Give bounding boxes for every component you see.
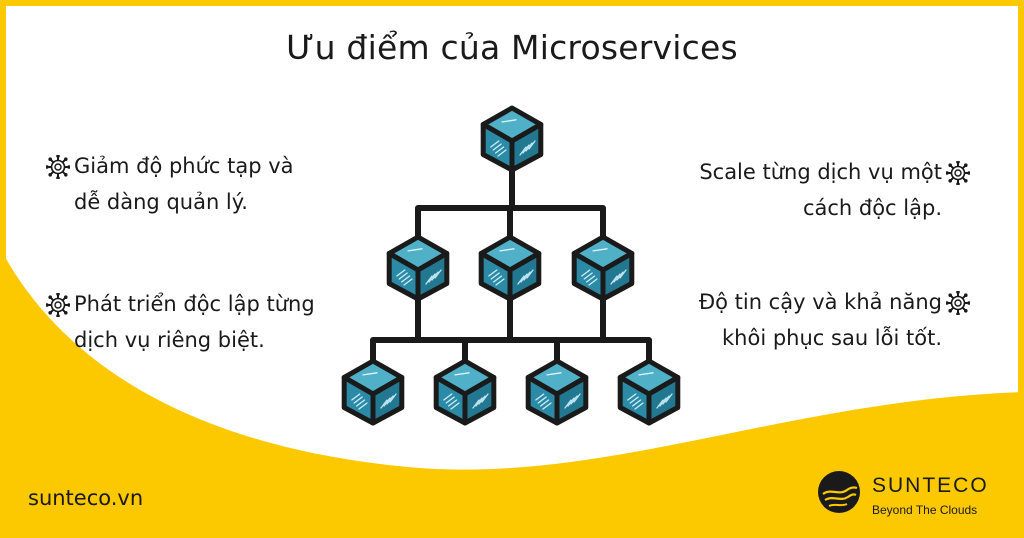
benefit-text: Độ tin cậy và khả năng — [698, 290, 942, 314]
cube-icon — [341, 358, 405, 426]
benefit-text: dễ dàng quản lý. — [74, 190, 248, 214]
brand-tagline: Beyond The Clouds — [872, 503, 978, 517]
yellow-wave — [0, 248, 1024, 538]
cube-icon — [433, 358, 497, 426]
cube-icon — [525, 358, 589, 426]
gear-icon — [46, 155, 70, 179]
benefit-line: Scale từng dịch vụ một — [699, 154, 974, 190]
benefit-text: dịch vụ riêng biệt. — [74, 328, 265, 352]
cube-icon — [617, 358, 681, 426]
cube-icon — [386, 234, 450, 302]
tree-connectors — [370, 170, 652, 361]
benefit-line: Độ tin cậy và khả năng — [699, 284, 974, 320]
cube-icon — [571, 234, 635, 302]
gear-icon — [46, 293, 70, 317]
gear-icon — [946, 291, 970, 315]
benefit-reduce-complexity: Giảm độ phức tạp và dễ dàng quản lý. — [42, 148, 294, 220]
benefit-line: Phát triển độc lập từng — [42, 286, 315, 322]
brand-name: SUNTECO — [872, 474, 989, 497]
benefit-text: khôi phục sau lỗi tốt. — [722, 326, 942, 350]
website-link[interactable]: sunteco.vn — [28, 486, 144, 510]
benefit-independent-scaling: Scale từng dịch vụ một cách độc lập. — [699, 154, 974, 226]
benefit-text: Phát triển độc lập từng — [74, 292, 315, 316]
sunteco-logo-icon — [818, 471, 860, 513]
cube-icon — [480, 105, 544, 173]
benefit-text: Scale từng dịch vụ một — [699, 160, 942, 184]
page-title: Ưu điểm của Microservices — [286, 28, 738, 67]
benefit-reliability: Độ tin cậy và khả năng khôi phục sau lỗi… — [699, 284, 974, 356]
gear-icon — [946, 161, 970, 185]
benefit-text: Giảm độ phức tạp và — [74, 154, 294, 178]
benefit-independent-development: Phát triển độc lập từng dịch vụ riêng bi… — [42, 286, 315, 358]
benefit-line: Giảm độ phức tạp và — [42, 148, 294, 184]
cube-icon — [478, 234, 542, 302]
benefit-text: cách độc lập. — [802, 196, 942, 220]
